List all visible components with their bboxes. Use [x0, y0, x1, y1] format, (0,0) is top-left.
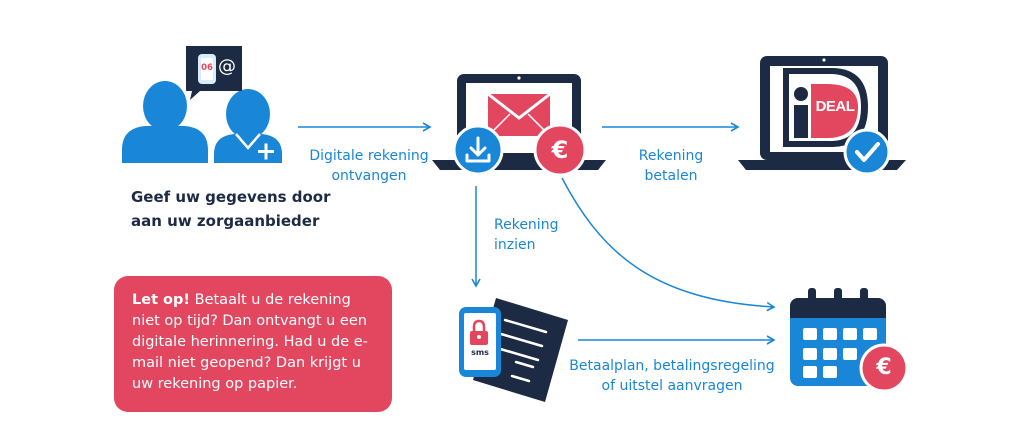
users-caption-line1: Geef uw gegevens door — [131, 188, 331, 206]
label-plan: Betaalplan, betalingsregeling of uitstel… — [566, 356, 778, 396]
ideal-logo — [783, 68, 868, 147]
euro-symbol: € — [551, 136, 569, 164]
label-pay: Rekening betalen — [616, 146, 726, 186]
label-pay-line1: Rekening — [638, 148, 704, 164]
check-badge-icon — [843, 128, 891, 176]
label-pay-line2: betalen — [644, 168, 698, 184]
notice-text: Betaalt u de rekening niet op tijd? Dan … — [132, 292, 368, 392]
calendar-euro-symbol: € — [876, 355, 892, 380]
users-caption-line2: aan uw zorgaanbieder — [131, 212, 320, 230]
label-view: Rekening inzien — [494, 215, 558, 255]
euro-coin-icon — [533, 123, 587, 177]
contact-bubble — [186, 46, 242, 100]
label-receive: Digitale rekening ontvangen — [298, 146, 440, 186]
download-icon — [452, 124, 504, 176]
ideal-logo-text: DEAL — [815, 98, 855, 115]
lock-icon — [470, 319, 488, 345]
label-receive-line2: ontvangen — [331, 168, 407, 184]
notice-box: Let op! Betaalt u de rekening niet op ti… — [114, 276, 392, 412]
notice-emphasis: Let op! — [132, 292, 191, 308]
label-receive-line1: Digitale rekening — [309, 148, 429, 164]
label-plan-line1: Betaalplan, betalingsregeling — [569, 358, 775, 374]
users-icon — [122, 81, 282, 163]
label-view-line2: inzien — [494, 237, 536, 253]
arrow-curve-to-calendar — [561, 177, 776, 312]
bubble-at-symbol: @ — [218, 56, 236, 77]
euro-coin-calendar-icon — [859, 343, 909, 393]
sms-label: sms — [471, 348, 489, 357]
users-caption: Geef uw gegevens door aan uw zorgaanbied… — [131, 185, 331, 233]
label-view-line1: Rekening — [494, 217, 559, 233]
label-plan-line2: of uitstel aanvragen — [601, 378, 743, 394]
bubble-number: 06 — [201, 63, 213, 73]
